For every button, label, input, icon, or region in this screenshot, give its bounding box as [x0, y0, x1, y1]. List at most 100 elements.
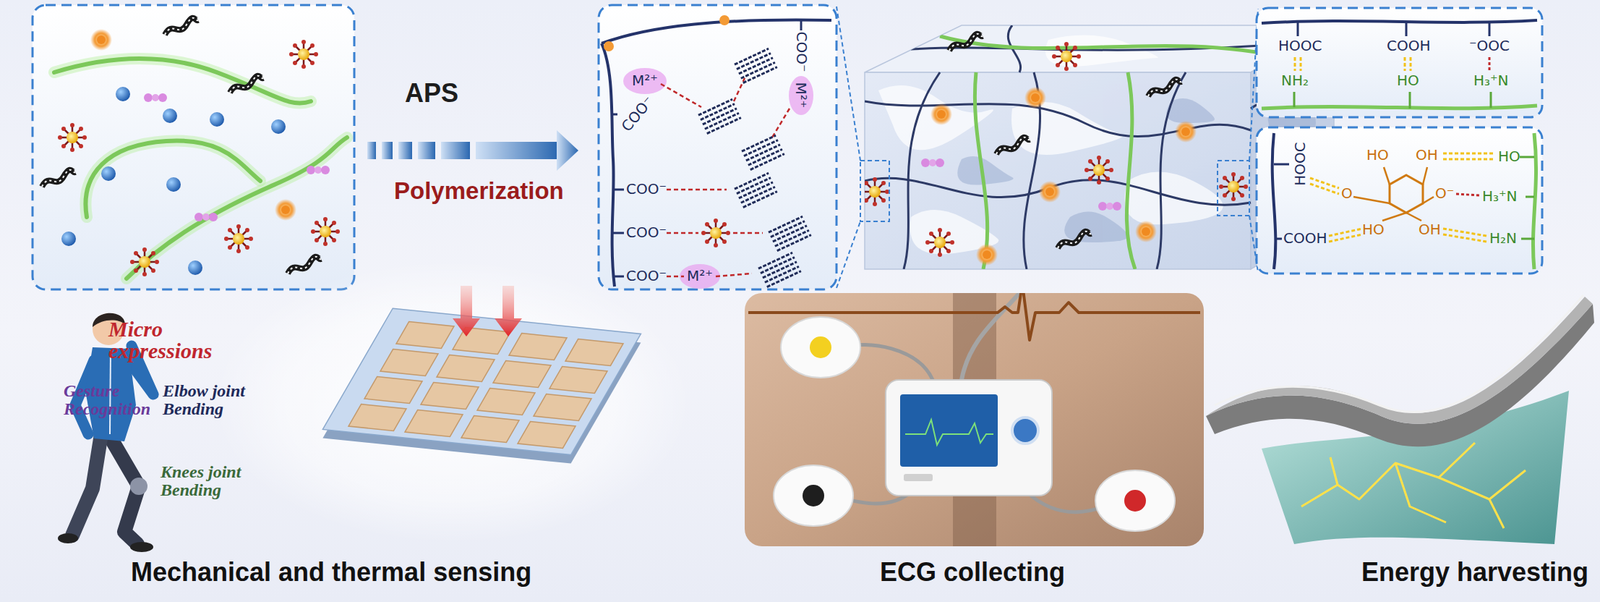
bond-panel-bottom	[1382, 212, 1407, 221]
bond-panel-top	[1409, 91, 1412, 109]
hydrogel-cube	[974, 72, 987, 269]
precursor-panel	[306, 165, 330, 175]
bond-panel-top	[1293, 91, 1296, 108]
chem-label: H₂N	[1489, 229, 1517, 247]
sensor-array	[213, 260, 691, 543]
bond-panel-bottom	[1519, 156, 1535, 239]
person-figure	[130, 477, 148, 495]
hydrogel-cube	[1024, 86, 1047, 109]
interaction-panel	[613, 275, 624, 278]
sensor-array	[364, 376, 423, 404]
hydrogel-cube	[1126, 72, 1136, 269]
hydrogel-cube	[930, 103, 953, 126]
bond-panel-bottom	[1273, 163, 1290, 166]
hydrogel-cube	[1064, 211, 1128, 243]
sensor-array	[420, 382, 479, 410]
bond-panel-top	[1297, 21, 1490, 37]
bond-panel-top	[1261, 20, 1538, 24]
sensor-array	[404, 409, 463, 437]
ecg-photo	[809, 336, 832, 358]
precursor-panel	[32, 5, 355, 290]
chem-label: COOH	[1283, 229, 1328, 247]
sensor-array	[494, 285, 523, 337]
process-arrow	[475, 141, 559, 160]
bond-panel-bottom	[1525, 195, 1535, 199]
chem-label: HOOC	[1278, 37, 1323, 55]
chem-label: OH	[1418, 221, 1441, 238]
precursor-panel	[289, 39, 319, 69]
interaction-panel	[613, 188, 624, 191]
hydrogel-cube	[976, 243, 998, 266]
interaction-panel	[788, 75, 814, 115]
chem-label: O⁻	[1435, 185, 1454, 202]
interaction-panel	[800, 20, 803, 31]
precursor-panel	[271, 119, 286, 134]
bond-panel-top	[1261, 105, 1538, 109]
hydrogel-cube	[860, 160, 890, 222]
interaction-panel	[679, 263, 721, 289]
energy-films	[1489, 498, 1504, 528]
sensor-array	[493, 360, 551, 388]
hydrogel-cube	[864, 177, 1251, 205]
sensor-array	[549, 366, 608, 394]
sensor-array	[565, 339, 624, 366]
precursor-panel	[310, 216, 340, 246]
bond-panel-bottom	[1272, 133, 1277, 269]
sensor-array	[461, 415, 520, 443]
chem-label: HO	[1396, 72, 1420, 89]
sensor-array	[508, 333, 567, 361]
ecg-photo	[1012, 417, 1039, 444]
precursor-panel	[54, 58, 348, 279]
interaction-panel	[733, 232, 763, 235]
precursor-panel	[126, 137, 348, 279]
interaction-panel	[701, 218, 731, 248]
ecg-photo	[744, 283, 1204, 546]
precursor-panel	[164, 18, 199, 35]
person-figure	[57, 532, 79, 543]
hydrogel-cube	[836, 6, 1259, 288]
ecg-photo	[1124, 489, 1146, 512]
process-arrow	[417, 141, 436, 160]
chem-label: OH	[1415, 146, 1439, 164]
interaction-panel	[719, 15, 730, 26]
bond-panel-bottom	[1328, 234, 1363, 242]
sensor-array	[436, 354, 495, 382]
figure-label: Knees joint Bending	[160, 462, 256, 499]
bond-panel-bottom	[1353, 167, 1434, 221]
hydrogel-cube	[864, 72, 1251, 269]
hydrogel-cube	[1038, 180, 1061, 203]
bond-panel-top	[1297, 21, 1300, 37]
bond-panel-bottom	[1532, 133, 1536, 269]
sensor-array	[517, 421, 576, 449]
process-arrow	[556, 130, 579, 171]
ecg-photo	[961, 292, 1020, 380]
hydrogel-cube	[957, 156, 1013, 186]
precursor-panel	[61, 231, 76, 246]
interaction-panel	[660, 78, 790, 277]
bond-panel-bottom	[1422, 167, 1428, 185]
interaction-panel	[666, 275, 684, 278]
precursor-panel	[101, 166, 116, 181]
energy-films	[1205, 294, 1595, 544]
figure-label: Gesture Recognition	[63, 381, 160, 418]
bond-panel-bottom	[1310, 177, 1339, 188]
precursor-panel	[194, 212, 218, 222]
bond-panel-bottom	[1443, 158, 1496, 161]
bond-panel-top	[1294, 57, 1297, 71]
precursor-panel	[209, 112, 225, 127]
interaction-panel	[666, 232, 699, 235]
hydrogel-cube	[1011, 101, 1124, 155]
interaction-panel	[612, 20, 802, 277]
bond-panel-bottom	[1456, 193, 1480, 196]
precursor-panel	[224, 224, 254, 254]
hydrogel-cube	[1218, 172, 1248, 201]
bond-panel-bottom	[1422, 196, 1434, 204]
energy-films	[1301, 442, 1475, 507]
precursor-panel	[126, 137, 348, 279]
chem-label: HO	[1366, 146, 1389, 164]
process-arrow	[381, 141, 393, 160]
bond-panel-top	[1490, 91, 1493, 108]
interaction-panel	[772, 108, 790, 138]
